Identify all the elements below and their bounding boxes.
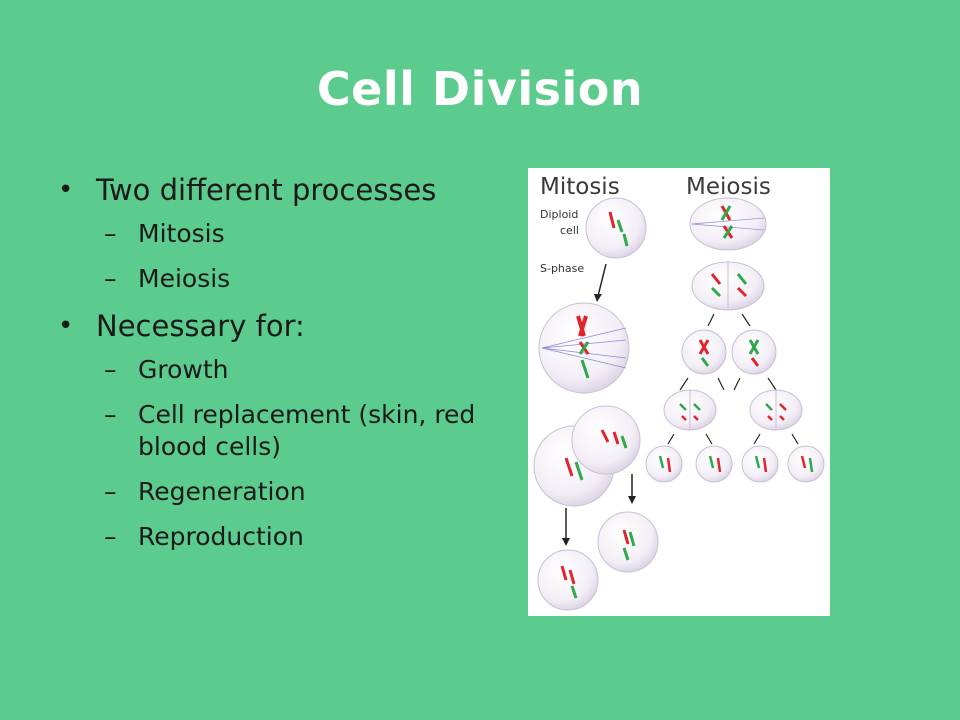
meiosis-1-daughter-cell <box>681 329 727 375</box>
sub-item: – Cell replacement (skin, red blood cell… <box>96 399 478 463</box>
bullet-dot-icon: • <box>58 311 74 341</box>
sub-item: – Mitosis <box>96 218 478 250</box>
sub-item: – Meiosis <box>96 263 478 295</box>
dash-icon: – <box>104 477 117 506</box>
mitosis-heading: Mitosis <box>540 174 620 200</box>
arrow-icon <box>791 433 799 445</box>
mitosis-meiosis-diagram: Mitosis Meiosis Diploid cell S-phase <box>533 174 825 611</box>
meiosis-1-daughter-cell <box>731 329 777 375</box>
sub-item: – Reproduction <box>96 521 478 553</box>
arrowhead-icon <box>628 496 636 504</box>
sub-item: – Growth <box>96 354 478 386</box>
arrowhead-icon <box>562 538 570 546</box>
sub-item-text: Growth <box>138 355 229 384</box>
arrow-icon <box>753 433 761 445</box>
cell-division-figure: Mitosis Meiosis Diploid cell S-phase <box>528 168 830 616</box>
meiosis-heading: Meiosis <box>686 174 771 200</box>
bullet-text: Necessary for: <box>96 309 305 343</box>
mitosis-daughter-cell <box>597 511 659 573</box>
arrow-icon <box>733 377 741 391</box>
dash-icon: – <box>104 219 117 248</box>
sub-list: – Mitosis – Meiosis <box>96 218 478 295</box>
cell-label: cell <box>560 224 579 237</box>
meiosis-2-dividing-cell <box>663 389 717 431</box>
sub-item-text: Reproduction <box>138 522 304 551</box>
arrow-icon <box>741 313 751 327</box>
mitosis-daughter-cell <box>537 549 599 611</box>
gamete-cell <box>787 445 825 483</box>
mitosis-diploid-cell <box>585 197 647 259</box>
gamete-cell <box>741 445 779 483</box>
arrow-icon <box>705 433 713 445</box>
sub-item-text: Meiosis <box>138 264 231 293</box>
dash-icon: – <box>104 522 117 551</box>
arrowhead-icon <box>594 294 602 302</box>
arrow-icon <box>717 377 725 391</box>
arrow-icon <box>679 377 689 391</box>
slide-title: Cell Division <box>316 62 644 116</box>
mitosis-metaphase-cell <box>538 302 630 394</box>
meiosis-1-dividing-cell <box>691 261 765 311</box>
arrow-icon <box>597 263 607 297</box>
arrow-icon <box>767 377 777 391</box>
sub-item: – Regeneration <box>96 476 478 508</box>
dash-icon: – <box>104 400 117 429</box>
meiosis-2-dividing-cell <box>749 389 803 431</box>
sub-list: – Growth – Cell replacement (skin, red b… <box>96 354 478 553</box>
sub-item-text: Regeneration <box>138 477 306 506</box>
sphase-label: S-phase <box>540 262 584 275</box>
arrow-icon <box>667 433 675 445</box>
bullet-dot-icon: • <box>58 175 74 205</box>
dash-icon: – <box>104 264 117 293</box>
sub-item-text: Mitosis <box>138 219 225 248</box>
mitosis-anaphase-cell <box>533 405 641 507</box>
bullet-item: • Two different processes – Mitosis – Me… <box>58 172 478 295</box>
diploid-label: Diploid <box>540 208 578 221</box>
meiosis-parent-cell <box>689 197 767 251</box>
bullet-text: Two different processes <box>96 173 437 207</box>
gamete-cell <box>645 445 683 483</box>
bullet-item: • Necessary for: – Growth – Cell replace… <box>58 308 478 553</box>
bullet-list: • Two different processes – Mitosis – Me… <box>58 172 478 566</box>
sub-item-text: Cell replacement (skin, red blood cells) <box>138 400 476 461</box>
dash-icon: – <box>104 355 117 384</box>
arrow-icon <box>707 313 715 327</box>
gamete-cell <box>695 445 733 483</box>
